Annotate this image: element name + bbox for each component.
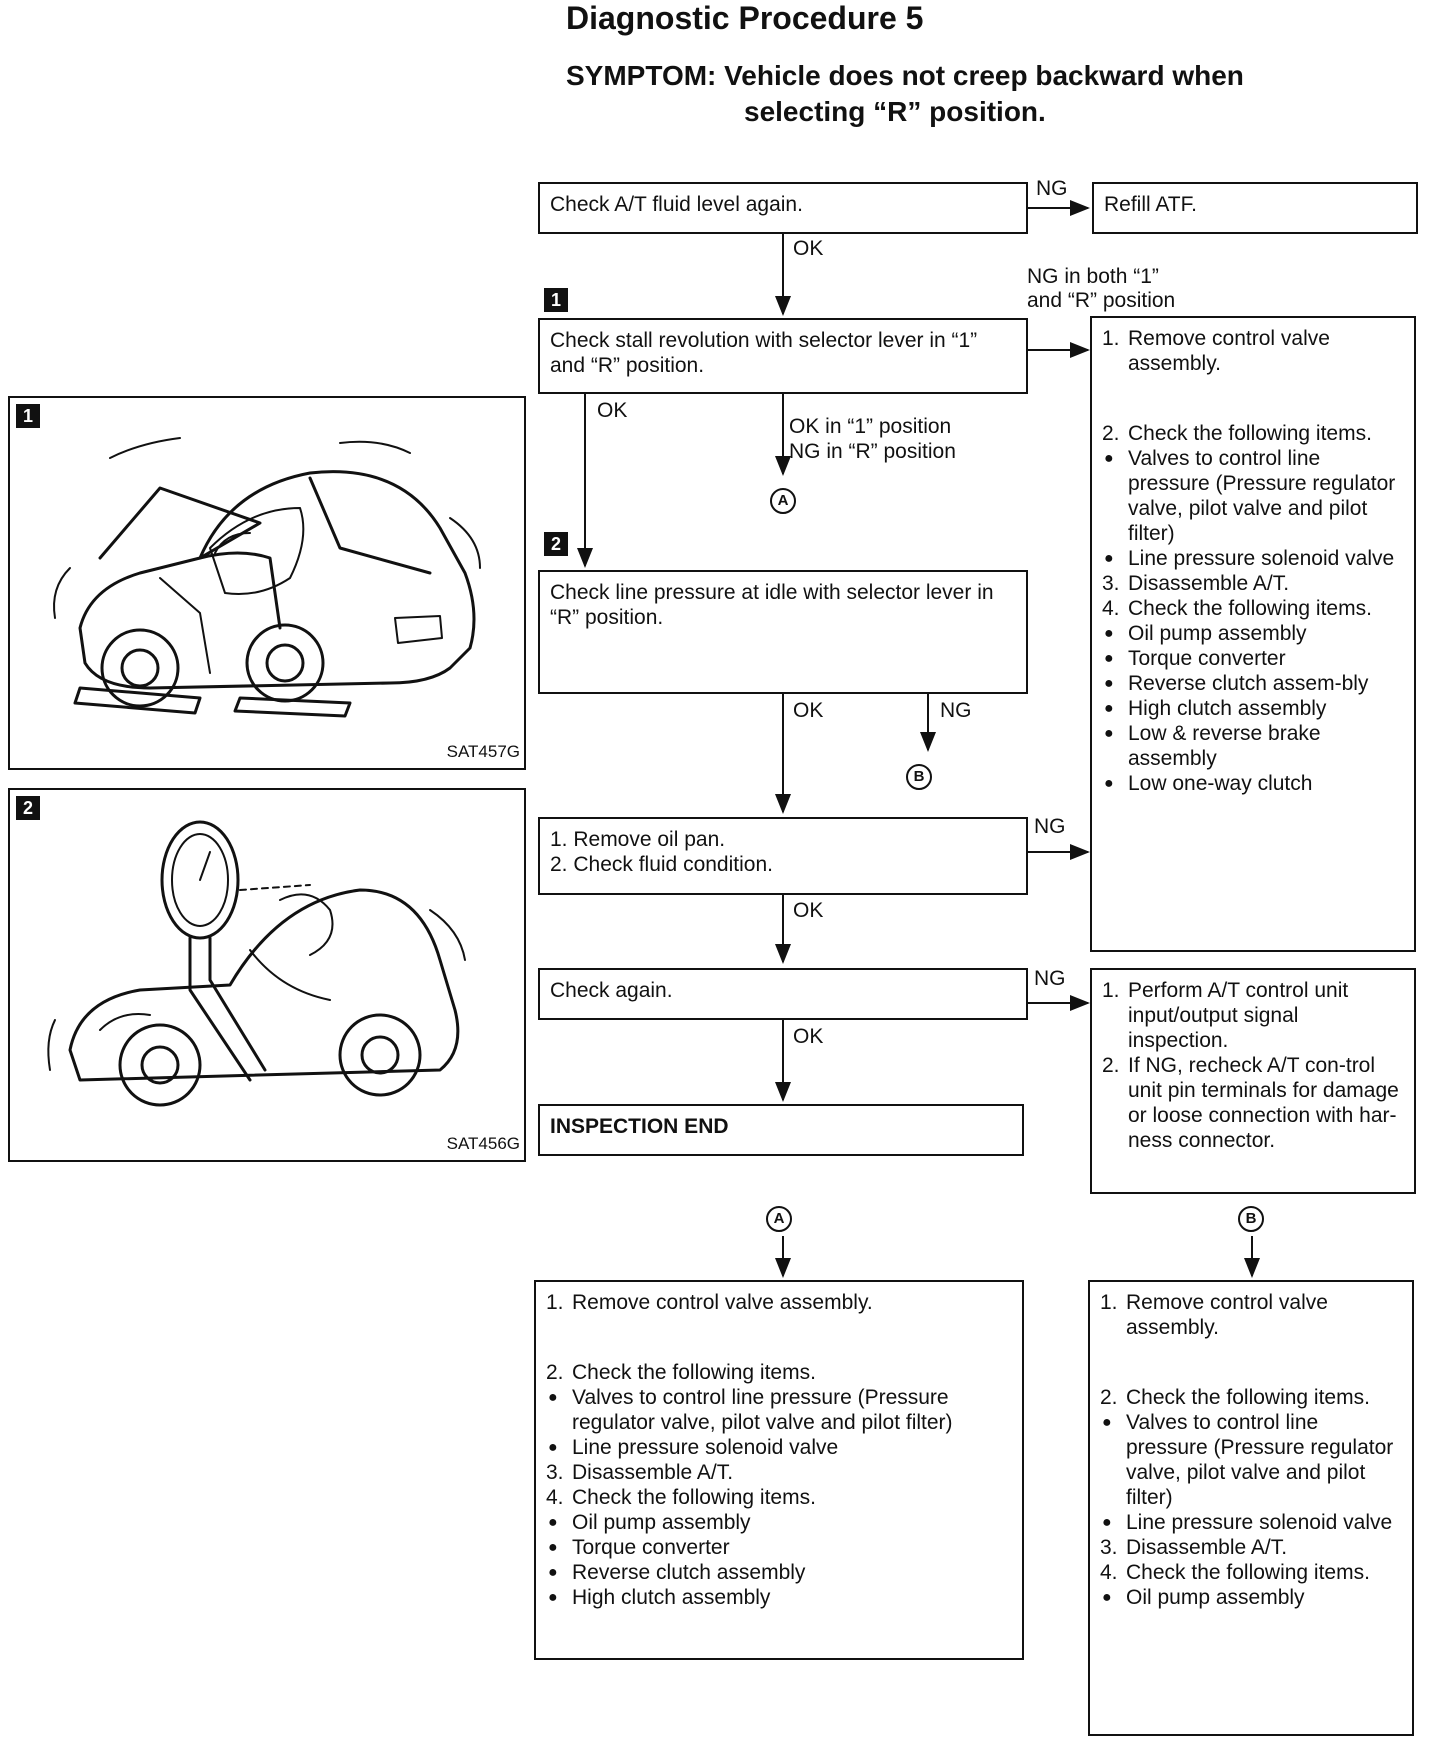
check-fluid-text: Check A/T fluid level again. [550, 193, 803, 216]
step-tag-2: 2 [544, 532, 568, 556]
label-ng-both: NG in both “1” [1027, 265, 1159, 288]
symptom-line1: SYMPTOM: Vehicle does not creep backward… [566, 60, 1244, 91]
connector-a-1: A [770, 488, 796, 514]
label-fluid-ok: OK [793, 237, 824, 260]
rb1-bullet-one-way: Low one-way clutch [1102, 771, 1404, 796]
oil-pan-step2: 2. Check fluid condition. [550, 853, 773, 876]
stall-test-box: Check stall revolution with selector lev… [538, 318, 1028, 394]
refill-text: Refill ATF. [1104, 193, 1197, 216]
rb1-step1: 1.Remove control valve assembly. [1102, 327, 1330, 375]
oil-pan-box: 1. Remove oil pan. 2. Check fluid condit… [538, 817, 1028, 895]
check-again-text: Check again. [550, 979, 673, 1002]
inspection-end-text: INSPECTION END [550, 1115, 729, 1138]
refill-box: Refill ATF. [1092, 182, 1418, 234]
symptom-heading: SYMPTOM: Vehicle does not creep backward… [566, 58, 1346, 130]
connector-a-2: A [766, 1206, 792, 1232]
a-bullet-reverse-clutch: Reverse clutch assembly [546, 1560, 1012, 1585]
b-bullet-valves: Valves to control line pressure (Pressur… [1100, 1410, 1402, 1510]
a-step4: 4.Check the following items. [546, 1486, 816, 1509]
label-pressure-ok: OK [793, 699, 824, 722]
a-bullet-high-clutch: High clutch assembly [546, 1585, 1012, 1610]
label-again-ng: NG [1034, 967, 1066, 990]
step-tag-1: 1 [544, 288, 568, 312]
rb1-bullet-solenoid: Line pressure solenoid valve [1102, 546, 1404, 571]
a-bullet-solenoid: Line pressure solenoid valve [546, 1435, 1012, 1460]
b-bullet-solenoid: Line pressure solenoid valve [1100, 1510, 1402, 1535]
illustration-tag-2: 2 [16, 796, 40, 820]
illustration-stall-test: 1 SAT457G [8, 396, 526, 770]
check-fluid-box: Check A/T fluid level again. [538, 182, 1028, 234]
label-again-ok: OK [793, 1025, 824, 1048]
car-stall-test-icon [53, 437, 481, 718]
connector-b-2: B [1238, 1206, 1264, 1232]
line-pressure-text: Check line pressure at idle with selecto… [550, 581, 994, 629]
procedure-a-box: 1.Remove control valve assembly. 2.Check… [534, 1280, 1024, 1660]
connector-b-1: B [906, 764, 932, 790]
rb2-step2: 2.If NG, recheck A/T con-trol unit pin t… [1102, 1054, 1399, 1152]
rb2-step1: 1.Perform A/T control unit input/output … [1102, 979, 1349, 1052]
label-oilpan-ok: OK [793, 899, 824, 922]
a-step3: 3.Disassemble A/T. [546, 1461, 734, 1484]
illustration-code-2: SAT456G [446, 1134, 520, 1153]
inspection-end-box: INSPECTION END [538, 1104, 1024, 1156]
b-step2: 2.Check the following items. [1100, 1386, 1370, 1409]
rb1-bullet-reverse-clutch: Reverse clutch assem-bly [1102, 671, 1404, 696]
illustration-code-1: SAT457G [446, 742, 520, 761]
illustration-tag-1: 1 [16, 404, 40, 428]
line-pressure-box: Check line pressure at idle with selecto… [538, 570, 1028, 694]
a-bullet-torque: Torque converter [546, 1535, 1012, 1560]
page-title: Diagnostic Procedure 5 [566, 0, 924, 36]
rb1-bullet-high-clutch: High clutch assembly [1102, 696, 1404, 721]
check-again-box: Check again. [538, 968, 1028, 1020]
label-ok-1-position: OK in “1” position [789, 415, 952, 438]
b-step3: 3.Disassemble A/T. [1100, 1536, 1288, 1559]
label-pressure-ng: NG [940, 699, 972, 722]
rb1-bullet-valves: Valves to control line pressure (Pressur… [1102, 446, 1404, 546]
illustration-line-pressure: 2 SAT456G [8, 788, 526, 1162]
a-step2: 2.Check the following items. [546, 1361, 816, 1384]
label-oilpan-ng: NG [1034, 815, 1066, 838]
a-bullet-oil-pump: Oil pump assembly [546, 1510, 1012, 1535]
b-step4: 4.Check the following items. [1100, 1561, 1370, 1584]
label-fluid-ng: NG [1036, 177, 1068, 200]
rb1-bullet-torque: Torque converter [1102, 646, 1404, 671]
control-valve-box: 1.Remove control valve assembly. 2.Check… [1090, 316, 1416, 952]
stall-test-text: Check stall revolution with selector lev… [550, 329, 978, 377]
control-unit-box: 1.Perform A/T control unit input/output … [1090, 968, 1416, 1194]
rb1-step2: 2.Check the following items. [1102, 422, 1372, 445]
rb1-step4: 4.Check the following items. [1102, 597, 1372, 620]
a-step1: 1.Remove control valve assembly. [546, 1291, 873, 1314]
label-stall-ok: OK [597, 399, 628, 422]
b-step1: 1.Remove control valve assembly. [1100, 1291, 1328, 1339]
label-ng-both-2: and “R” position [1027, 289, 1176, 312]
rb1-step3: 3.Disassemble A/T. [1102, 572, 1290, 595]
car-pressure-gauge-icon [47, 820, 466, 1107]
label-ng-r-position: NG in “R” position [789, 440, 956, 463]
procedure-b-box: 1.Remove control valve assembly. 2.Check… [1088, 1280, 1414, 1736]
oil-pan-step1: 1. Remove oil pan. [550, 828, 726, 851]
rb1-bullet-oil-pump: Oil pump assembly [1102, 621, 1404, 646]
rb1-bullet-low-reverse: Low & reverse brake assembly [1102, 721, 1404, 771]
a-bullet-valves: Valves to control line pressure (Pressur… [546, 1385, 1012, 1435]
b-bullet-oil-pump: Oil pump assembly [1100, 1585, 1402, 1610]
symptom-line2: selecting “R” position. [744, 96, 1046, 127]
